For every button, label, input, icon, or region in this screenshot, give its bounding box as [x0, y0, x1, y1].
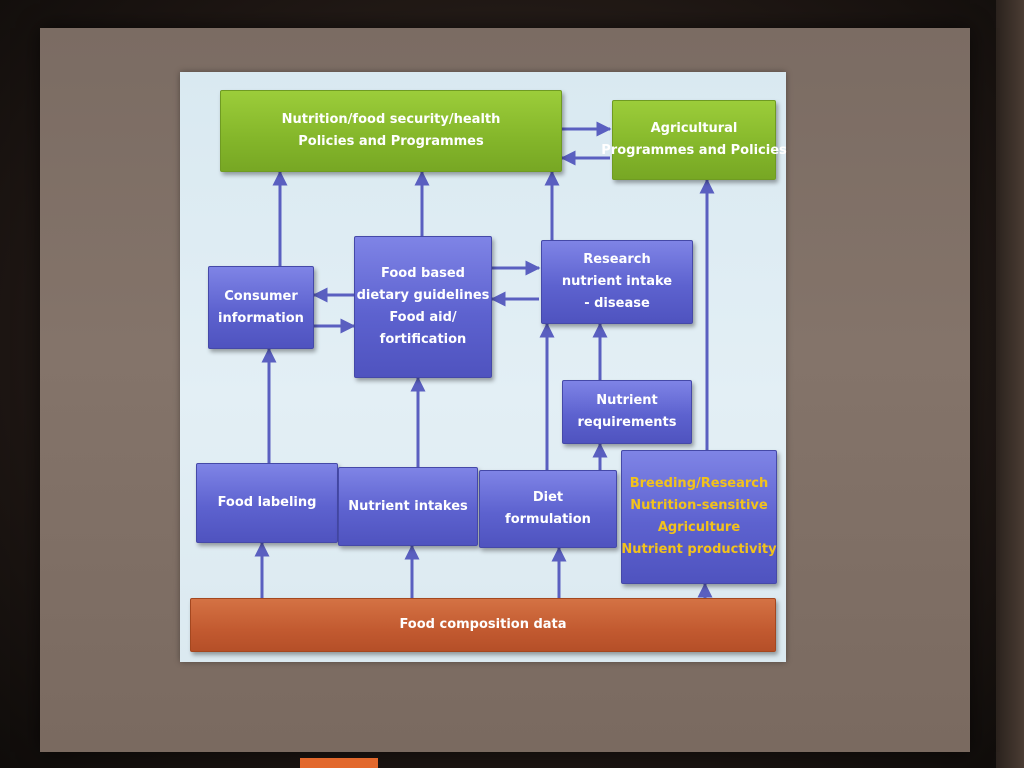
nutrient-req-line-1: Nutrient [596, 393, 658, 408]
agri-policies-line-2: Programmes and Policies [601, 143, 787, 158]
breeding-line-1: Breeding/Research [629, 476, 769, 491]
food-based-line-2: dietary guidelines [356, 288, 490, 303]
research-nutrient-intake-box: Research nutrient intake - disease [541, 240, 693, 324]
food-labeling-line-1: Food labeling [217, 495, 317, 510]
connector-arrows [254, 121, 715, 608]
breeding-line-4: Nutrient productivity [621, 542, 777, 557]
nutrition-policies-line-1: Nutrition/food security/health [281, 112, 501, 127]
nutrient-requirements-box: Nutrient requirements [562, 380, 692, 444]
consumer-info-line-2: information [218, 310, 304, 326]
consumer-information-box: Consumer information [208, 266, 314, 349]
food-based-line-1: Food based [381, 266, 465, 281]
breeding-research-box: Breeding/Research Nutrition-sensitive Ag… [621, 450, 777, 584]
diet-formulation-line-1: Diet [532, 490, 564, 505]
consumer-info-line-1: Consumer [224, 288, 298, 304]
food-composition-line-1: Food composition data [399, 617, 567, 632]
nutrient-req-line-2: requirements [577, 415, 677, 430]
nutrient-intakes-box: Nutrient intakes [338, 467, 478, 546]
food-based-line-4: fortification [379, 332, 467, 347]
agri-policies-line-1: Agricultural [650, 121, 738, 136]
breeding-line-2: Nutrition-sensitive [630, 498, 768, 513]
nutrition-policies-box: Nutrition/food security/health Policies … [220, 90, 562, 172]
research-line-2: nutrient intake [561, 274, 673, 289]
diet-formulation-box: Diet formulation [479, 470, 617, 548]
stage-tape-marker [300, 758, 378, 768]
breeding-line-3: Agriculture [657, 520, 741, 535]
nutrition-policies-line-2: Policies and Programmes [298, 134, 484, 149]
food-composition-data-bar: Food composition data [190, 598, 776, 652]
food-labeling-box: Food labeling [196, 463, 338, 543]
research-line-3: - disease [584, 296, 650, 311]
agricultural-policies-box: Agricultural Programmes and Policies [601, 100, 787, 180]
nutrient-intakes-line-1: Nutrient intakes [348, 498, 468, 514]
research-line-1: Research [583, 252, 651, 267]
diet-formulation-line-2: formulation [505, 512, 591, 527]
food-based-line-3: Food aid/ [389, 310, 457, 325]
food-based-guidelines-box: Food based dietary guidelines Food aid/ … [354, 236, 492, 378]
room-wall [996, 0, 1024, 768]
slide: Nutrition/food security/health Policies … [180, 72, 787, 662]
